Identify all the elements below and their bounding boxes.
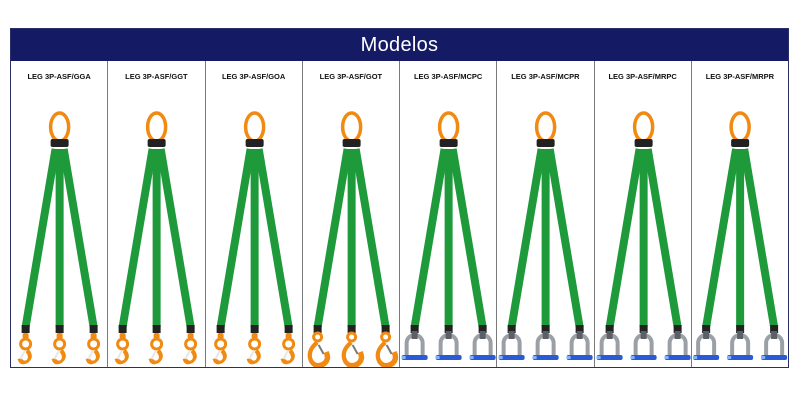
model-card[interactable]: LEG 3P-ASF/MCPR	[497, 61, 595, 367]
sling-image	[400, 109, 497, 372]
swivel-hook-icon	[280, 333, 295, 365]
sling-image	[108, 109, 205, 372]
sling-image	[11, 109, 108, 372]
swivel-hook-icon	[85, 333, 101, 365]
sling-image	[595, 109, 692, 372]
shackle-icon	[469, 331, 496, 360]
shackle-icon	[726, 331, 753, 360]
master-link-icon	[535, 111, 557, 147]
master-link-icon	[437, 111, 460, 147]
model-label: LEG 3P-ASF/GOA	[221, 72, 286, 81]
swivel-hook-icon	[182, 333, 198, 365]
master-link-icon	[632, 111, 654, 147]
swivel-hook-icon	[51, 333, 67, 365]
model-card[interactable]: LEG 3P-ASF/GGA	[11, 61, 109, 367]
models-row: LEG 3P-ASF/GGA LEG 3P-ASF/GGT	[11, 61, 788, 369]
model-label: LEG 3P-ASF/MRPR	[705, 72, 775, 81]
shackle-icon	[664, 331, 691, 360]
swivel-hook-icon	[114, 333, 130, 365]
master-link-icon	[146, 111, 168, 147]
shackle-icon	[401, 331, 428, 360]
master-link-icon	[243, 111, 265, 147]
model-label: LEG 3P-ASF/MCPC	[413, 72, 483, 81]
shackle-icon	[692, 331, 719, 360]
sling-image	[692, 109, 788, 372]
sling-image	[303, 109, 400, 372]
model-card[interactable]: LEG 3P-ASF/MRPC	[595, 61, 692, 367]
shackle-icon	[630, 331, 657, 360]
model-label: LEG 3P-ASF/GGA	[27, 72, 91, 81]
eye-hook-icon	[341, 331, 364, 369]
shackle-icon	[596, 331, 623, 360]
section-title: Modelos	[360, 33, 439, 56]
section-header: Modelos	[11, 29, 788, 61]
model-label: LEG 3P-ASF/GGT	[125, 72, 188, 81]
master-link-icon	[340, 111, 363, 147]
eye-hook-icon	[307, 331, 330, 369]
model-card[interactable]: LEG 3P-ASF/MCPC	[400, 61, 498, 367]
swivel-hook-icon	[212, 333, 227, 365]
master-link-icon	[48, 111, 71, 147]
shackle-icon	[760, 331, 787, 360]
model-card[interactable]: LEG 3P-ASF/GOT	[303, 61, 400, 369]
shackle-icon	[566, 331, 593, 360]
shackle-icon	[435, 331, 462, 360]
sling-image	[206, 109, 303, 372]
model-card[interactable]: LEG 3P-ASF/GOA	[206, 61, 303, 367]
swivel-hook-icon	[17, 333, 33, 365]
sling-image	[497, 109, 594, 372]
shackle-icon	[532, 331, 559, 360]
swivel-hook-icon	[148, 333, 164, 365]
model-label: LEG 3P-ASF/MRPC	[608, 72, 677, 81]
master-link-icon	[729, 111, 751, 147]
model-label: LEG 3P-ASF/MCPR	[511, 72, 580, 81]
swivel-hook-icon	[246, 333, 261, 365]
model-card[interactable]: LEG 3P-ASF/MRPR	[692, 61, 788, 367]
model-label: LEG 3P-ASF/GOT	[319, 72, 383, 81]
models-panel: Modelos LEG 3P-ASF/GGA LEG 3P-ASF/GGT	[10, 28, 789, 369]
shackle-icon	[498, 331, 525, 360]
model-card[interactable]: LEG 3P-ASF/GGT	[108, 61, 206, 367]
eye-hook-icon	[375, 331, 398, 369]
